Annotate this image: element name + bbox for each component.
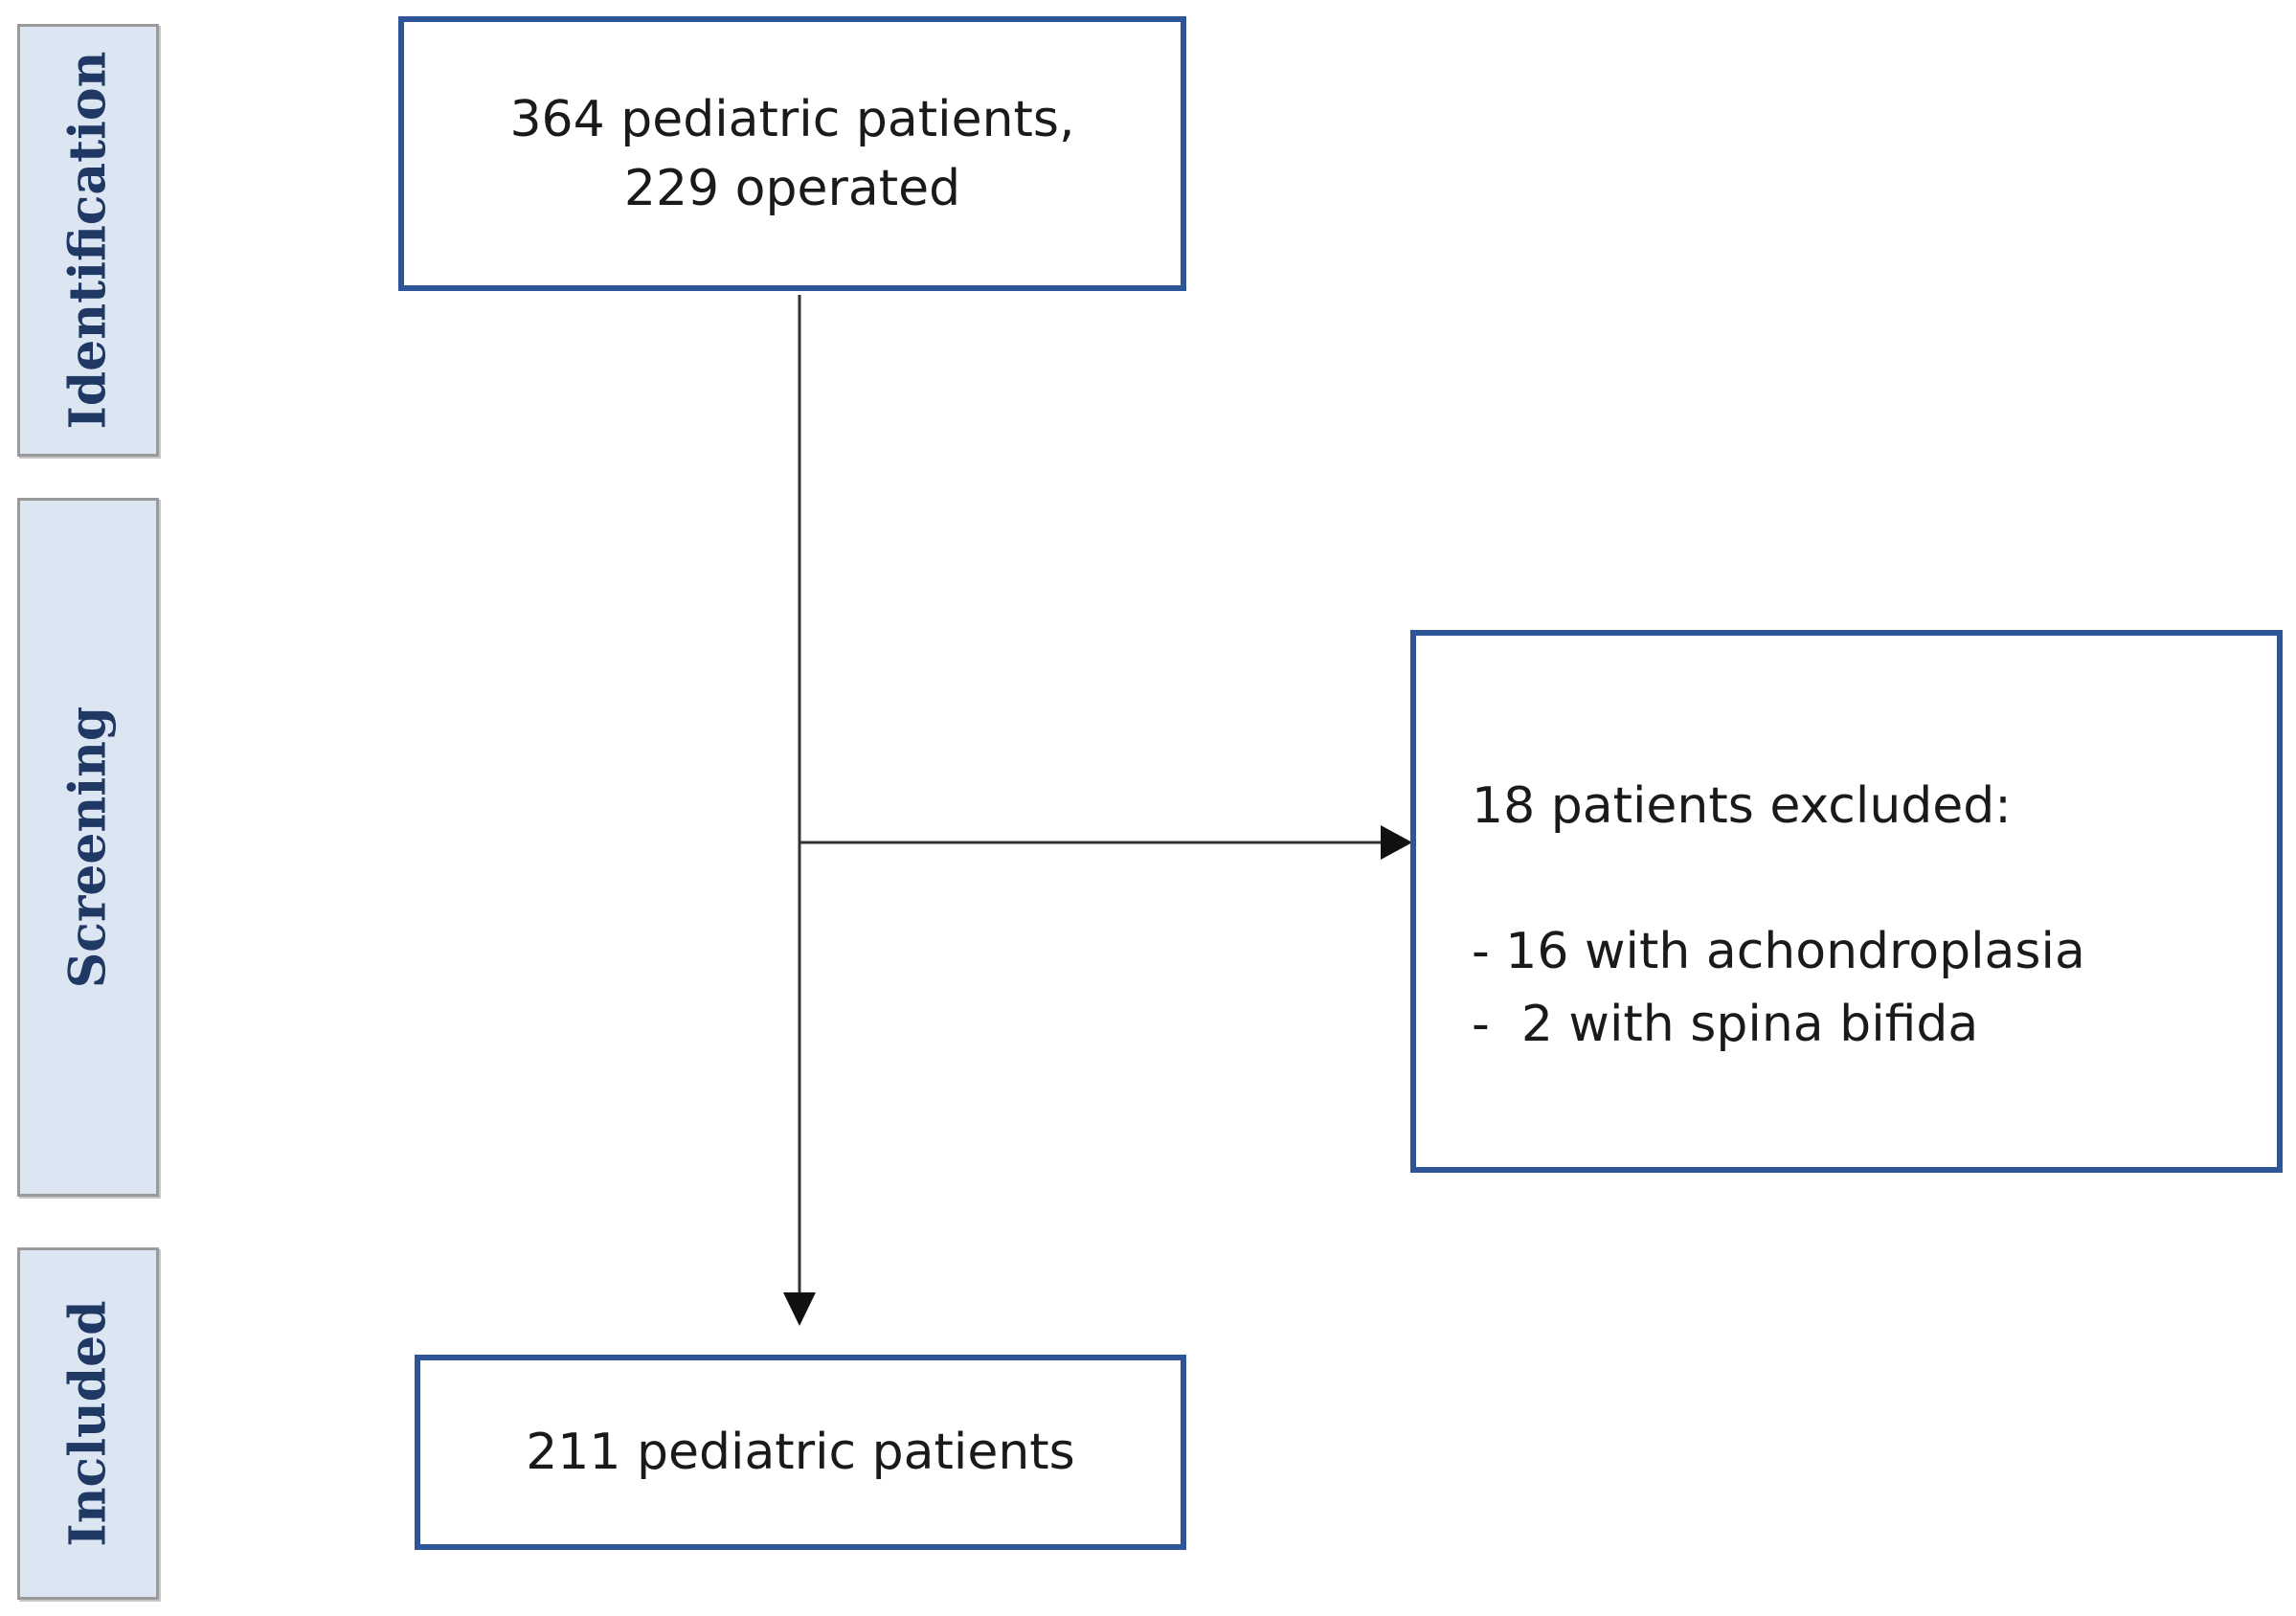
right-arrowhead: [1381, 825, 1412, 860]
exclusion-item-achondroplasia: - 16 with achondroplasia: [1472, 923, 2085, 980]
stage-panel-screening: Screening: [17, 498, 159, 1197]
identification-text: 364 pediatric patients, 229 operated: [404, 85, 1181, 223]
included-line-1: 211 pediatric patients: [526, 1424, 1075, 1481]
exclusion-box: 18 patients excluded: - 16 with achondro…: [1410, 630, 2283, 1173]
stage-panel-included: Included: [17, 1247, 159, 1600]
identification-line-1: 364 pediatric patients,: [509, 90, 1075, 148]
down-arrowhead: [783, 1292, 816, 1326]
exclusion-heading: 18 patients excluded:: [1472, 777, 2012, 835]
stage-panel-identification: Identification: [17, 24, 159, 457]
identification-box: 364 pediatric patients, 229 operated: [398, 16, 1186, 291]
exclusion-spacer: [1472, 842, 2085, 915]
exclusion-item-spina-bifida: - 2 with spina bifida: [1472, 996, 1979, 1053]
exclusion-text: 18 patients excluded: - 16 with achondro…: [1472, 770, 2085, 1061]
identification-line-2: 229 operated: [623, 159, 961, 217]
included-box: 211 pediatric patients: [415, 1355, 1186, 1550]
included-text: 211 pediatric patients: [420, 1418, 1181, 1487]
